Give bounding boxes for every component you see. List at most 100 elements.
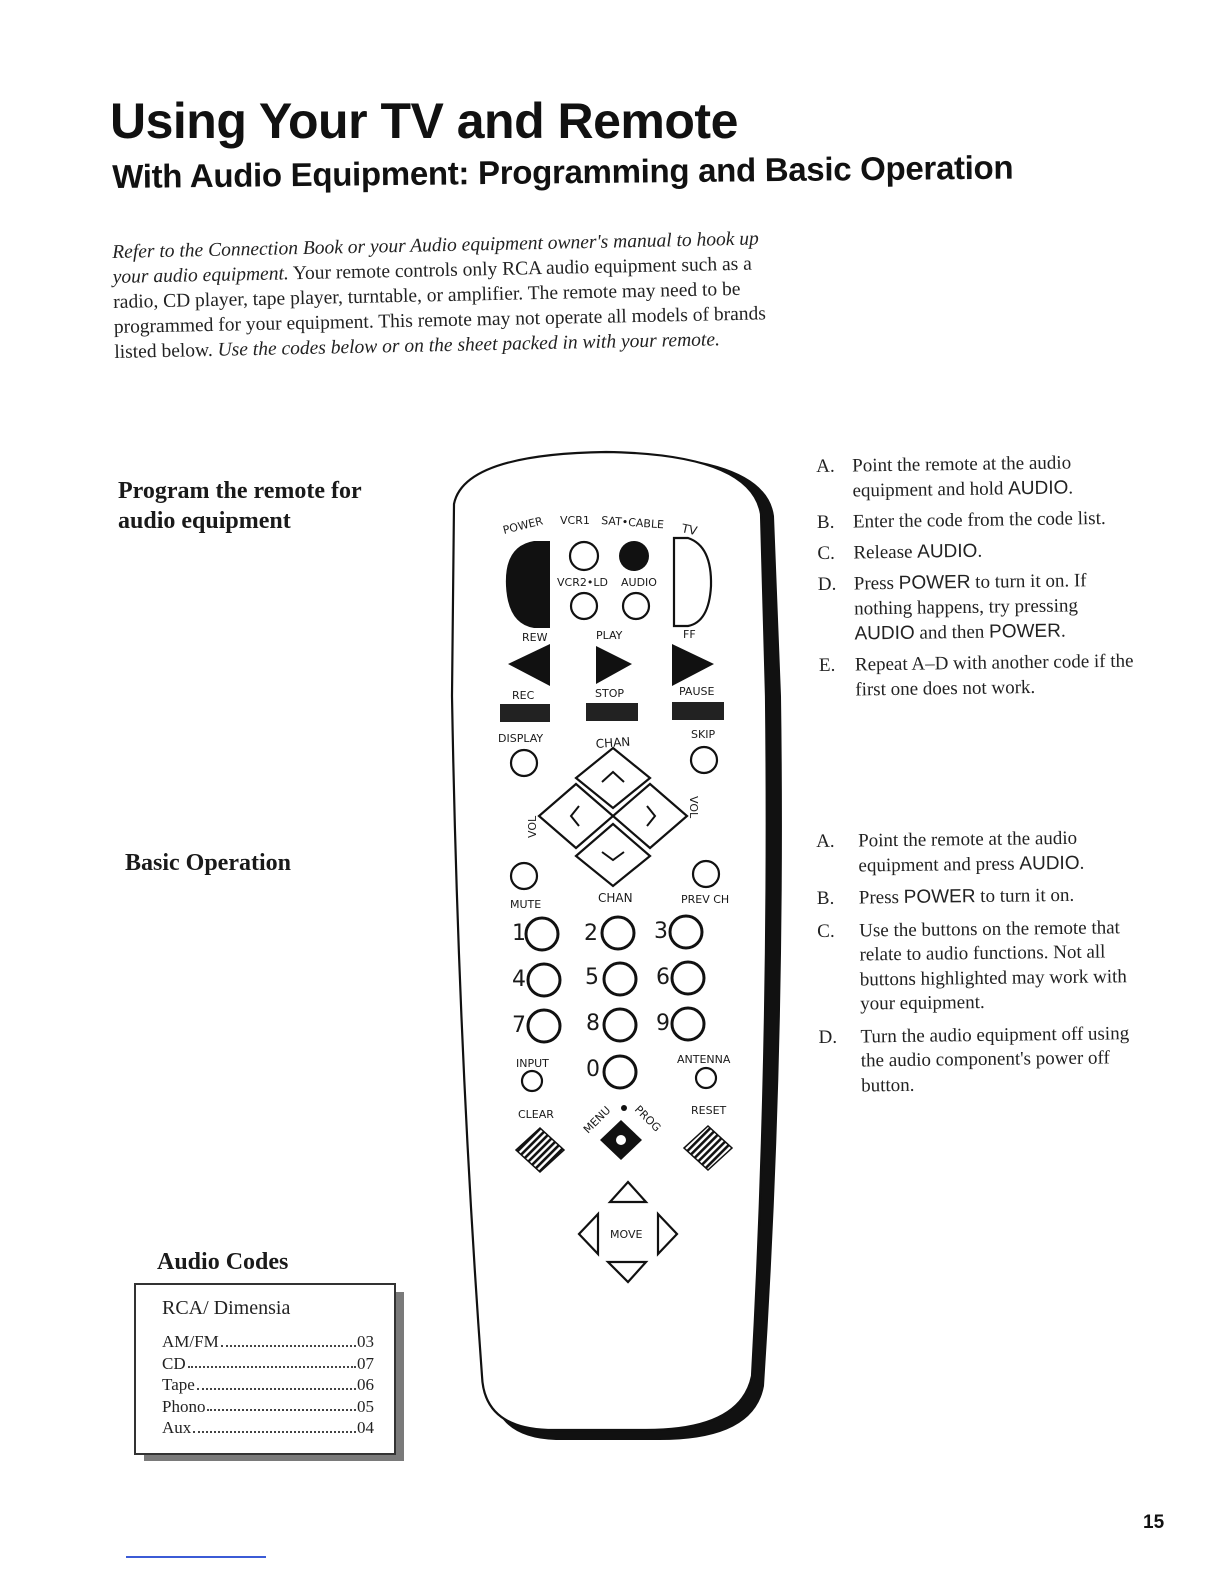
reset-label: RESET [691, 1104, 727, 1117]
move-up-button[interactable] [607, 1180, 649, 1204]
digit-5-button[interactable] [602, 961, 638, 997]
digit-9-label: 9 [656, 1011, 670, 1036]
prev-ch-button[interactable] [691, 859, 721, 889]
digit-3-label: 3 [654, 919, 668, 944]
tv-button[interactable] [672, 536, 713, 628]
digit-0-button[interactable] [602, 1054, 638, 1090]
chevron-down-icon [601, 851, 625, 862]
chan-down-button[interactable] [574, 822, 652, 888]
pause-button[interactable] [672, 702, 724, 720]
chan-down-label: CHAN [598, 891, 633, 905]
pause-label: PAUSE [679, 685, 714, 698]
power-button[interactable] [505, 541, 550, 628]
step-letter: D. [817, 573, 837, 595]
codes-box-shadow [394, 1292, 404, 1458]
vol-up-button[interactable] [611, 782, 689, 850]
stop-button[interactable] [586, 703, 638, 721]
stop-label: STOP [595, 687, 624, 700]
move-label: MOVE [610, 1228, 642, 1241]
audio-button[interactable] [621, 591, 651, 621]
digit-1-button[interactable] [524, 916, 560, 952]
digit-3-button[interactable] [668, 914, 704, 950]
move-left-button[interactable] [577, 1211, 600, 1257]
number-keypad: 1 2 3 4 5 6 7 8 9 0 [512, 914, 706, 1090]
leader-dots [220, 1331, 356, 1347]
chevron-left-icon [569, 805, 580, 827]
leader-dots [193, 1417, 356, 1433]
step-text: . [1060, 620, 1066, 642]
mute-button[interactable] [509, 861, 539, 891]
intro-paragraph: Refer to the Connection Book or your Aud… [112, 226, 794, 365]
basic-step: B.Press POWER to turn it on. [817, 883, 1137, 911]
input-button[interactable] [520, 1069, 544, 1093]
audio-codes-heading: Audio Codes [157, 1249, 289, 1275]
display-label: DISPLAY [498, 732, 543, 745]
codes-box-shadow [144, 1453, 404, 1461]
page-title: Using Your TV and Remote [110, 93, 738, 149]
digit-9-button[interactable] [670, 1006, 706, 1042]
antenna-label: ANTENNA [677, 1053, 731, 1066]
ff-button[interactable] [672, 644, 714, 686]
digit-6-label: 6 [656, 965, 670, 990]
codes-brand: RCA/ Dimensia [162, 1297, 291, 1319]
step-letter: B. [816, 511, 835, 533]
step-text: Press [858, 886, 904, 909]
chevron-right-icon [646, 805, 657, 827]
step-key: AUDIO [854, 622, 915, 645]
vcr2-ld-button[interactable] [569, 591, 599, 621]
remote-illustration: POWER VCR1 SAT•CABLE TV VCR2•LD AUDIO RE… [450, 450, 782, 1441]
page-subtitle: With Audio Equipment: Programming and Ba… [112, 148, 1014, 195]
step-key: POWER [988, 620, 1062, 643]
step-letter: C. [817, 920, 835, 942]
skip-button[interactable] [689, 745, 719, 775]
play-button[interactable] [596, 646, 632, 684]
reset-button[interactable] [682, 1124, 734, 1172]
step-text: and then [914, 621, 990, 644]
basic-steps: A.Point the remote at the audio equipmen… [816, 826, 1139, 1107]
antenna-button[interactable] [694, 1066, 718, 1090]
clear-button[interactable] [514, 1126, 566, 1174]
digit-4-button[interactable] [526, 962, 562, 998]
sat-cable-button[interactable] [619, 541, 649, 571]
digit-7-button[interactable] [526, 1008, 562, 1044]
digit-2-label: 2 [584, 921, 598, 946]
step-text: Press [853, 572, 899, 595]
basic-step: C.Use the buttons on the remote that rel… [817, 916, 1138, 1018]
prev-ch-label: PREV CH [681, 893, 729, 906]
digit-4-label: 4 [512, 967, 526, 992]
play-label: PLAY [596, 629, 623, 642]
digit-8-button[interactable] [602, 1007, 638, 1043]
code-name: CD [162, 1353, 186, 1373]
ff-label: FF [683, 628, 696, 641]
skip-label: SKIP [691, 728, 715, 741]
vcr2-ld-label: VCR2•LD [557, 576, 608, 589]
display-button[interactable] [509, 748, 539, 778]
move-down-button[interactable] [605, 1260, 649, 1284]
vol-left-label: VOL [526, 815, 539, 838]
step-text: . [977, 540, 983, 562]
navigation-pad [537, 746, 689, 888]
code-value: 03 [357, 1332, 374, 1351]
vol-right-label: VOL [687, 796, 700, 819]
digit-6-button[interactable] [670, 960, 706, 996]
rec-button[interactable] [500, 704, 550, 722]
step-text: Repeat A–D with another code if the firs… [854, 650, 1134, 701]
vol-down-button[interactable] [537, 782, 615, 850]
basic-operation-heading: Basic Operation [125, 850, 291, 876]
basic-step: D.Turn the audio equipment off using the… [818, 1022, 1139, 1099]
digit-2-button[interactable] [600, 915, 636, 951]
chan-up-button[interactable] [574, 746, 652, 810]
vcr1-button[interactable] [568, 540, 600, 572]
menu-prog-dot-icon [621, 1105, 627, 1111]
step-key: POWER [898, 571, 971, 594]
step-letter: B. [816, 887, 835, 909]
step-letter: C. [817, 542, 835, 564]
move-right-button[interactable] [656, 1211, 679, 1257]
input-label: INPUT [516, 1057, 549, 1070]
rew-button[interactable] [508, 644, 550, 686]
